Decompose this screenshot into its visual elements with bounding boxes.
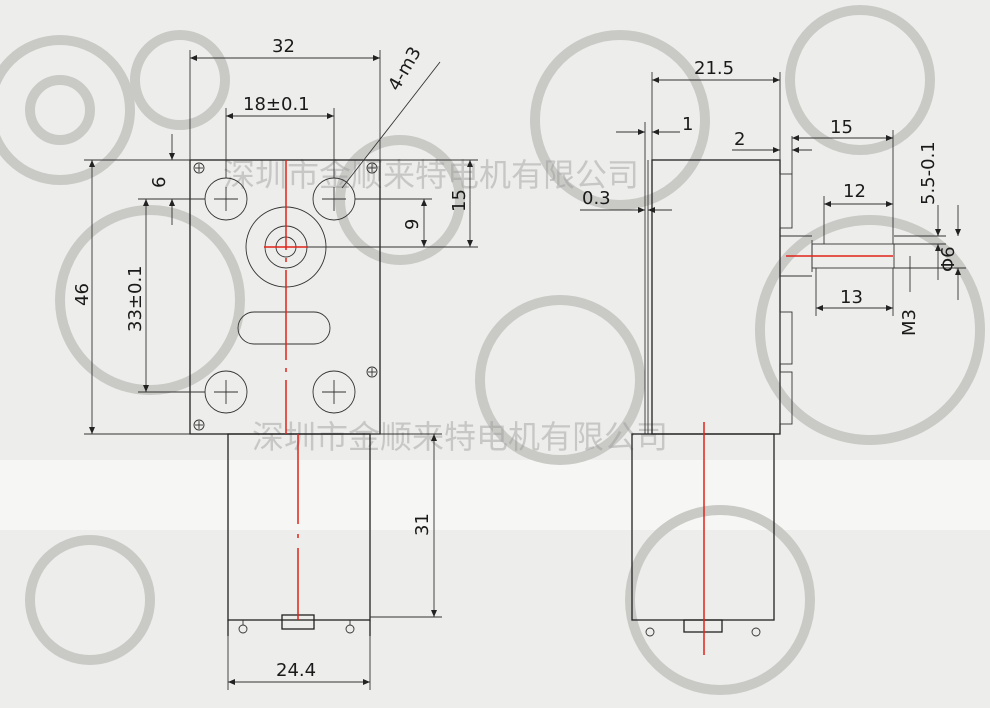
dim-width-32: 32 bbox=[272, 36, 295, 57]
dim-shaft-diameter: Φ6 bbox=[938, 246, 959, 272]
dim-motor-width: 24.4 bbox=[276, 660, 316, 681]
dim-hole-spacing: 18±0.1 bbox=[243, 94, 310, 115]
dim-hole-vertical: 33±0.1 bbox=[125, 265, 146, 332]
dim-top-offset: 6 bbox=[149, 177, 170, 188]
dim-thread-length: 13 bbox=[840, 287, 863, 308]
slot-oval bbox=[237, 311, 331, 345]
watermark-bottom: 深圳市金顺来特电机有限公司 bbox=[252, 418, 668, 456]
dim-shim: 0.3 bbox=[582, 188, 611, 209]
dim-plate: 1 bbox=[682, 114, 693, 135]
front-view: 32 18±0.1 4-m3 46 33±0.1 6 9 15 bbox=[72, 36, 478, 690]
side-view: 21.5 1 2 0.3 15 12 13 5.5-0.1 bbox=[580, 58, 966, 655]
dim-side-depth: 21.5 bbox=[694, 58, 734, 79]
motor-body bbox=[227, 433, 371, 621]
dim-gap: 2 bbox=[734, 129, 745, 150]
dim-shaft-height: 15 bbox=[449, 189, 470, 212]
dim-shaft-offset: 9 bbox=[402, 219, 423, 230]
side-boss-2 bbox=[779, 311, 793, 365]
side-boss-1 bbox=[779, 173, 793, 229]
dim-height-46: 46 bbox=[72, 283, 93, 306]
dim-thread: M3 bbox=[899, 309, 920, 336]
watermark-top: 深圳市金顺来特电机有限公司 bbox=[223, 156, 639, 194]
corner-screws bbox=[193, 162, 378, 431]
dim-flat-height: 5.5-0.1 bbox=[918, 141, 939, 205]
dim-motor-length: 31 bbox=[412, 513, 433, 536]
side-motor-tab bbox=[683, 619, 723, 633]
side-boss-3 bbox=[779, 371, 793, 425]
dim-flat-length: 12 bbox=[843, 181, 866, 202]
dim-shaft-length: 15 bbox=[830, 117, 853, 138]
